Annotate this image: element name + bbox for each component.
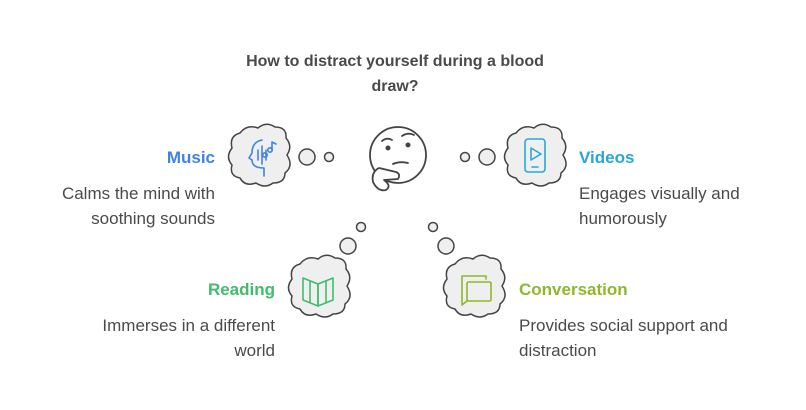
reading-description-line: world [234, 341, 275, 360]
reading-cloud [287, 254, 351, 318]
conversation-heading: Conversation [519, 280, 628, 299]
chat-bubbles-icon [461, 275, 492, 306]
videos-cloud [503, 123, 567, 187]
music-trail-bubble-small [323, 151, 335, 163]
page-title: How to distract yourself during a blood … [246, 53, 544, 95]
reading-heading: Reading [207, 280, 275, 299]
conversation-description-line: distraction [519, 341, 597, 360]
thinking-face-icon [369, 126, 427, 192]
conversation-cloud [442, 254, 506, 318]
phone-play-icon [524, 138, 546, 173]
conversation-description: Provides social support and distraction [519, 313, 799, 363]
videos-description-line: humorously [579, 209, 667, 228]
music-cloud [227, 123, 291, 187]
music-heading: Music [166, 148, 215, 167]
videos-description: Engages visually and humorously [579, 181, 789, 231]
videos-trail-bubble-large [478, 148, 496, 166]
music-trail-bubble-large [298, 148, 316, 166]
conversation-description-line: Provides social support and [519, 316, 728, 335]
videos-trail-bubble-small [459, 151, 471, 163]
videos-heading: Videos [579, 148, 635, 167]
conversation-trail-bubble-large [437, 237, 455, 255]
reading-trail-bubble-small [355, 221, 367, 233]
open-book-icon [302, 277, 334, 307]
reading-trail-bubble-large [339, 237, 357, 255]
music-description: Calms the mind with soothing sounds [10, 181, 215, 231]
music-description-line: soothing sounds [91, 209, 215, 228]
videos-description-line: Engages visually and [579, 184, 740, 203]
reading-description-line: Immerses in a different [102, 316, 275, 335]
conversation-trail-bubble-small [427, 221, 439, 233]
music-description-line: Calms the mind with [61, 184, 215, 203]
reading-description: Immerses in a different world [40, 313, 275, 363]
music-head-icon [248, 139, 277, 177]
